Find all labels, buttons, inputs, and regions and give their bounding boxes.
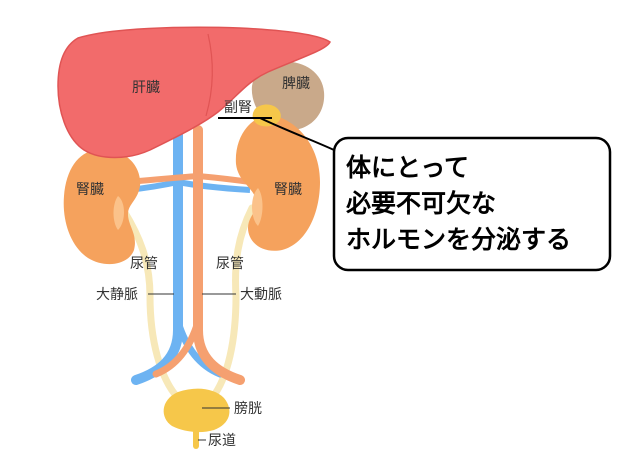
label-vena-cava: 大静脈 bbox=[96, 287, 138, 303]
callout-line-1: 体にとって bbox=[346, 153, 469, 182]
label-bladder: 膀胱 bbox=[234, 400, 262, 417]
callout-box bbox=[332, 136, 612, 272]
callout-line-3: ホルモンを分泌する bbox=[346, 225, 571, 254]
artery-branch-left bbox=[152, 318, 202, 378]
label-aorta: 大動脈 bbox=[240, 287, 282, 303]
bladder bbox=[163, 388, 230, 433]
label-ureter-left: 尿管 bbox=[130, 256, 158, 272]
liver-lobe-divider bbox=[205, 33, 213, 117]
label-ureter-right: 尿管 bbox=[216, 256, 244, 272]
label-urethra: 尿道 bbox=[208, 433, 236, 449]
label-liver: 肝臓 bbox=[132, 80, 160, 96]
label-kidney-left: 腎臓 bbox=[76, 182, 104, 198]
liver bbox=[57, 26, 331, 159]
renal-vein-right bbox=[177, 179, 251, 193]
kidney-right-inner bbox=[252, 188, 263, 226]
ureter-left bbox=[118, 204, 182, 402]
callout-line-2: 必要不可欠な bbox=[346, 189, 496, 218]
label-kidney-right: 腎臓 bbox=[274, 182, 302, 198]
adrenal-callout-pointer bbox=[259, 117, 335, 151]
kidney-left-inner bbox=[113, 196, 124, 230]
label-adrenal: 副腎 bbox=[224, 100, 252, 116]
kidney-left bbox=[63, 149, 141, 265]
adrenal-gland bbox=[252, 104, 281, 127]
label-spleen: 脾臓 bbox=[282, 76, 310, 92]
